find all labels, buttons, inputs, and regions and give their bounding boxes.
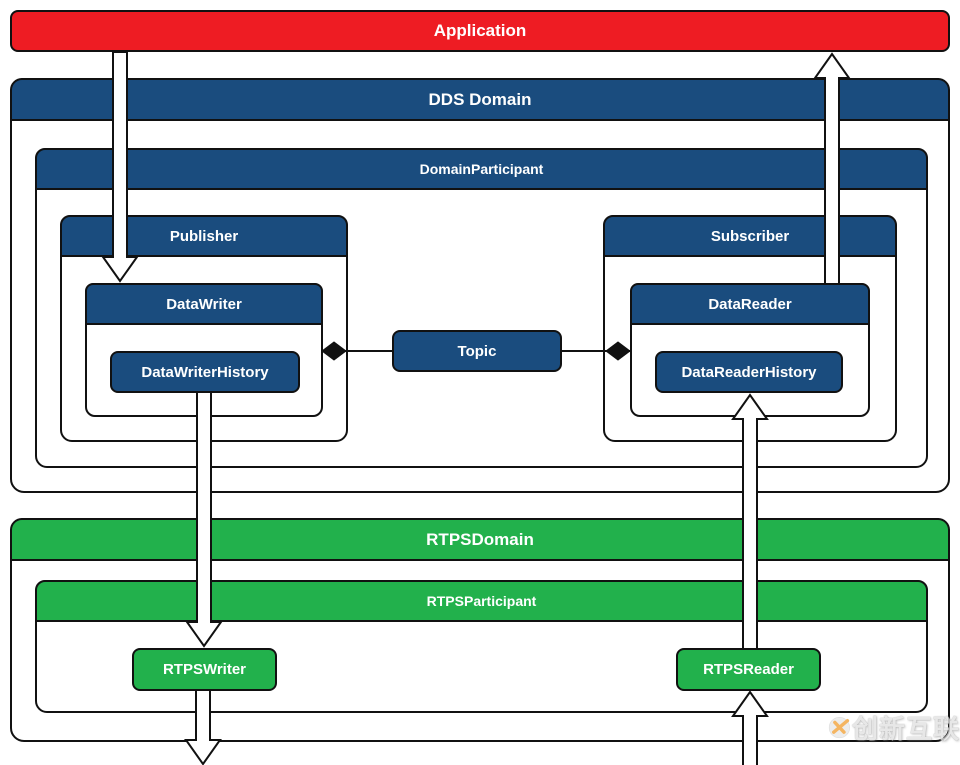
- dds-domain-header: DDS Domain: [10, 78, 950, 121]
- rtps-domain-header: RTPSDomain: [10, 518, 950, 561]
- rtps-participant-container: RTPSParticipant: [35, 580, 928, 713]
- data-reader-header: DataReader: [630, 283, 870, 325]
- topic-label: Topic: [457, 342, 497, 360]
- data-writer-history-label: DataWriterHistory: [141, 363, 269, 381]
- data-writer-header: DataWriter: [85, 283, 323, 325]
- data-reader-history-label: DataReaderHistory: [681, 363, 817, 381]
- rtps-participant-label: RTPSParticipant: [426, 593, 537, 609]
- publisher-label: Publisher: [169, 227, 239, 245]
- domain-participant-header: DomainParticipant: [35, 148, 928, 190]
- publisher-header: Publisher: [60, 215, 348, 257]
- dds-domain-label: DDS Domain: [428, 89, 532, 109]
- data-reader-container: DataReader: [630, 283, 870, 417]
- subscriber-header: Subscriber: [603, 215, 897, 257]
- watermark: 创新互联: [828, 702, 960, 752]
- watermark-x-logo: [828, 717, 850, 739]
- application-node: Application: [10, 10, 950, 52]
- data-reader-history-node: DataReaderHistory: [655, 351, 843, 393]
- rtps-reader-label: RTPSReader: [703, 661, 794, 678]
- rtps-writer-label: RTPSWriter: [162, 661, 247, 678]
- domain-participant-label: DomainParticipant: [419, 161, 544, 177]
- data-writer-container: DataWriter: [85, 283, 323, 417]
- rtps-participant-header: RTPSParticipant: [35, 580, 928, 622]
- topic-node: Topic: [392, 330, 562, 372]
- data-reader-label: DataReader: [708, 295, 792, 313]
- rtps-reader-node: RTPSReader: [676, 648, 821, 691]
- data-writer-history-node: DataWriterHistory: [110, 351, 300, 393]
- data-writer-label: DataWriter: [166, 295, 242, 313]
- watermark-text: 创新互联: [851, 713, 960, 744]
- rtps-domain-label: RTPSDomain: [426, 529, 534, 549]
- subscriber-label: Subscriber: [710, 227, 790, 245]
- rtps-writer-node: RTPSWriter: [132, 648, 277, 691]
- application-label: Application: [433, 21, 527, 40]
